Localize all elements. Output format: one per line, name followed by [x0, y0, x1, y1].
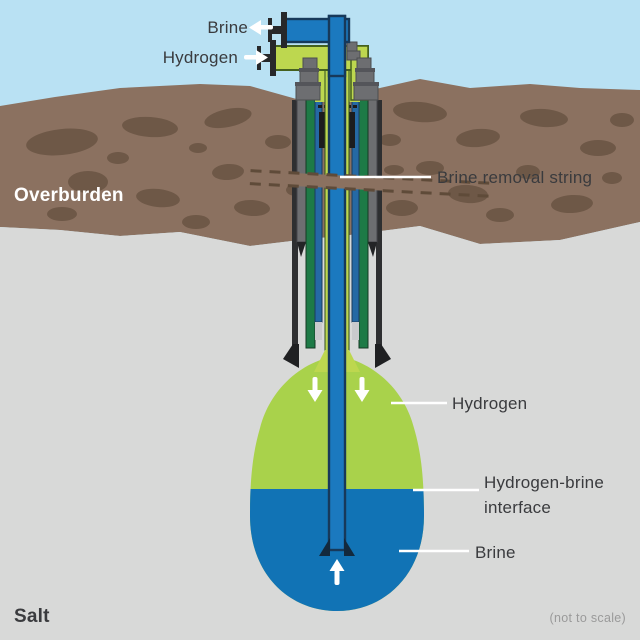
salt-label: Salt [14, 606, 50, 627]
brine-up-arrow-icon [329, 559, 345, 585]
conductor-shoe-right [368, 242, 377, 257]
brine-removal-string-pipe [319, 14, 355, 556]
cement-plug-left [315, 322, 322, 340]
hydrogen-down-arrow-icon [307, 377, 323, 402]
hydrogen-down-arrow-icon [354, 377, 370, 402]
brine-out-label: Brine [207, 18, 248, 37]
interface-label-line2: interface [484, 498, 552, 517]
brine-label: Brine [475, 543, 516, 562]
conductor-shoe-left [297, 242, 306, 257]
hydrogen-label: Hydrogen [452, 394, 528, 413]
brine-out-arrow-icon [249, 20, 273, 35]
cement-plug-right [352, 322, 359, 340]
casing-shoe-right [375, 344, 391, 368]
flow-arrows [244, 20, 370, 585]
not-to-scale-note: (not to scale) [549, 611, 626, 625]
casing-shoe-left [283, 344, 299, 368]
interface-label-line1: Hydrogen-brine [484, 473, 604, 492]
brine-removal-string-label: Brine removal string [437, 168, 593, 187]
wellhead-spools [295, 57, 379, 101]
bell-mouth-left [319, 538, 330, 556]
leader-lines [340, 175, 479, 553]
bell-mouth-right [344, 538, 355, 556]
interface-label: Hydrogen-brine interface [484, 470, 604, 520]
hydrogen-in-arrow-icon [244, 50, 268, 65]
overburden-label: Overburden [14, 185, 124, 206]
hydrogen-in-label: Hydrogen [162, 48, 238, 67]
well-casings [283, 95, 391, 368]
brine-flange [268, 12, 287, 48]
